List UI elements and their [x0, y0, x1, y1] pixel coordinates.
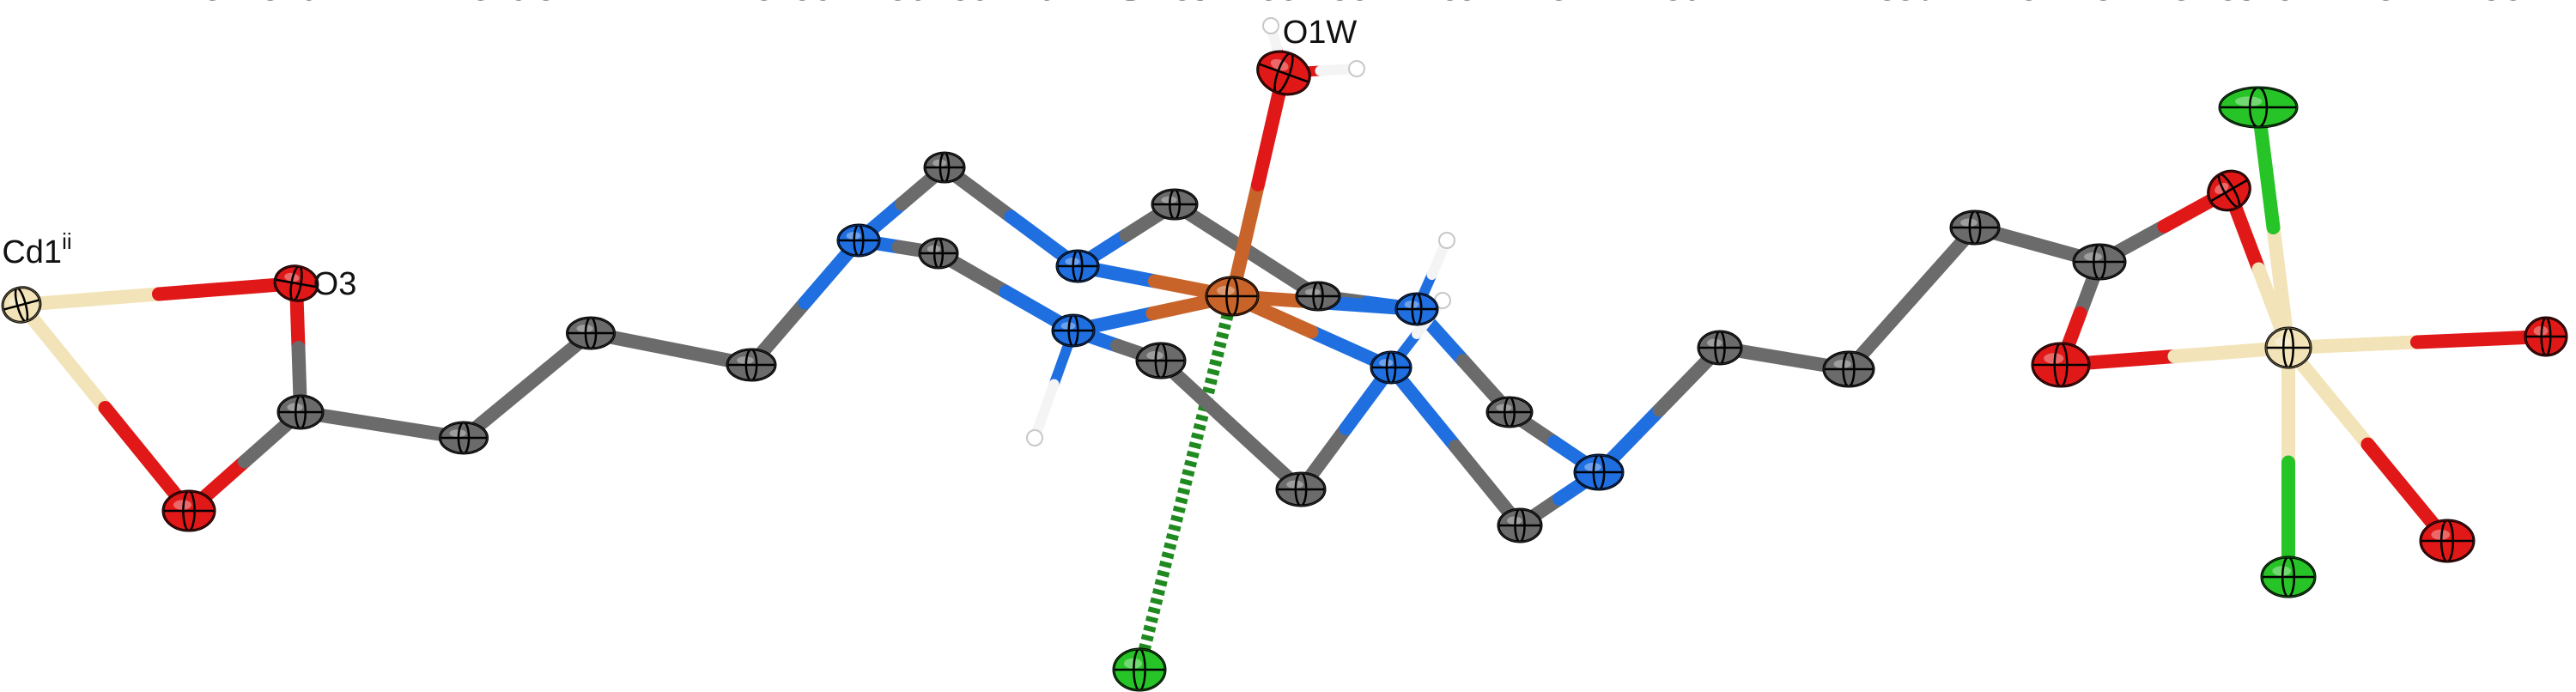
label-C5: C5	[948, 0, 990, 8]
atom-N2	[1573, 453, 1625, 491]
label-C10: C10	[1874, 0, 1935, 8]
label-N5: N5	[791, 0, 833, 8]
bond-C3-N3	[1294, 361, 1398, 496]
bond-C5-N4	[932, 246, 1080, 337]
bond-O3-C16	[289, 276, 307, 419]
atom-C13	[726, 348, 777, 382]
label-Cd1ii: Cd1ii	[2, 228, 71, 270]
label-N1: N1	[1358, 0, 1400, 8]
label-O2: O2	[2169, 0, 2213, 8]
label-O1: O1	[2091, 0, 2135, 8]
bond-N1-C1	[1410, 302, 1516, 419]
atom-C9	[1697, 330, 1743, 366]
label-C12: C12	[2016, 0, 2076, 8]
label-N2: N2	[1595, 0, 1637, 8]
atom-C14	[566, 316, 616, 350]
bond-Cd1ii-O3	[15, 276, 303, 312]
atom-N1	[1394, 292, 1439, 326]
contact-Cu1-Cl1iii	[1133, 294, 1238, 671]
bond-Cd1-O4i	[2281, 341, 2454, 548]
atom-C15	[439, 421, 489, 455]
label-Cu1: Cu1	[1170, 0, 1230, 8]
atom-Cd1ii	[1, 286, 42, 324]
bond-C10-C11	[1842, 221, 1982, 376]
hydrogen-H4N	[1026, 325, 1078, 446]
atom-O1	[2031, 342, 2091, 388]
bond-Cd1-O3i	[2281, 330, 2553, 355]
bond-N2-C9	[1592, 341, 1727, 479]
atom-Cu1	[1205, 276, 1260, 317]
atom-C5	[918, 237, 959, 270]
bond-Cd1ii-O4	[15, 298, 196, 518]
label-Cl2: Cl2	[2233, 0, 2282, 8]
atom-Cd1	[2264, 326, 2312, 369]
label-N6: N6	[1014, 0, 1056, 8]
atom-C7	[1151, 188, 1199, 221]
atom-O2	[2207, 169, 2251, 212]
atom-C3	[1275, 471, 1327, 507]
label-C4: C4	[1188, 0, 1230, 8]
atom-Cl2	[2218, 86, 2299, 129]
label-C9: C9	[1661, 0, 1703, 8]
atom-O1W	[1256, 50, 1311, 96]
bond-C16-C15	[294, 405, 471, 445]
atom-O3i	[2524, 316, 2568, 357]
label-Cl1: Cl1	[2272, 0, 2321, 8]
label-C16: C16	[258, 0, 318, 8]
contacts-layer	[1133, 294, 1238, 671]
label-N3: N3	[1418, 0, 1460, 8]
bond-C15-C14	[457, 326, 598, 445]
label-O4i: O4i	[2373, 0, 2421, 8]
label-C1: C1	[1455, 0, 1497, 8]
label-C14: C14	[533, 0, 593, 8]
atom-C1	[1485, 396, 1534, 428]
atom-C10	[1822, 350, 1875, 388]
atom-N6	[1055, 249, 1100, 283]
atom-C12	[2072, 243, 2127, 281]
label-C3: C3	[1327, 0, 1370, 8]
atom-N5	[836, 223, 881, 258]
atom-C8	[1295, 281, 1341, 312]
label-C2: C2	[1546, 0, 1589, 8]
bond-N3-C2	[1384, 361, 1527, 532]
atom-O4i	[2419, 519, 2476, 563]
atom-O4	[161, 489, 216, 532]
atom-Cl1	[2260, 555, 2317, 598]
label-Cd1: Cd1	[2215, 0, 2275, 8]
label-N4: N4	[1023, 0, 1065, 8]
label-O3: O3	[313, 266, 357, 302]
label-O3i: O3i	[2479, 0, 2527, 8]
atom-C4	[1135, 342, 1187, 379]
atom-C2	[1497, 507, 1543, 543]
atom-C16	[276, 394, 325, 430]
label-C11: C11	[1893, 0, 1951, 8]
atom-N3	[1370, 350, 1413, 385]
atoms-layer	[1, 50, 2568, 692]
atom-O3	[273, 264, 319, 302]
bond-C13-N5	[744, 234, 866, 372]
label-O1W: O1W	[1283, 15, 1358, 51]
label-C8: C8	[1256, 0, 1298, 8]
bond-C6-N6	[938, 161, 1084, 273]
label-C6: C6	[885, 0, 927, 8]
bond-C4-C3	[1154, 354, 1308, 496]
atom-N4	[1051, 313, 1096, 348]
atom-Cl1iii	[1112, 647, 1167, 692]
label-C13: C13	[751, 0, 811, 8]
label-C15: C15	[468, 0, 528, 8]
label-O4: O4	[200, 0, 244, 8]
bond-O1-Cd1	[2054, 341, 2295, 372]
atom-C11	[1949, 209, 2001, 246]
atom-C6	[923, 151, 966, 184]
label-Cl1iii: Cl1iii	[1116, 0, 1180, 8]
label-C7: C7	[1120, 0, 1162, 8]
